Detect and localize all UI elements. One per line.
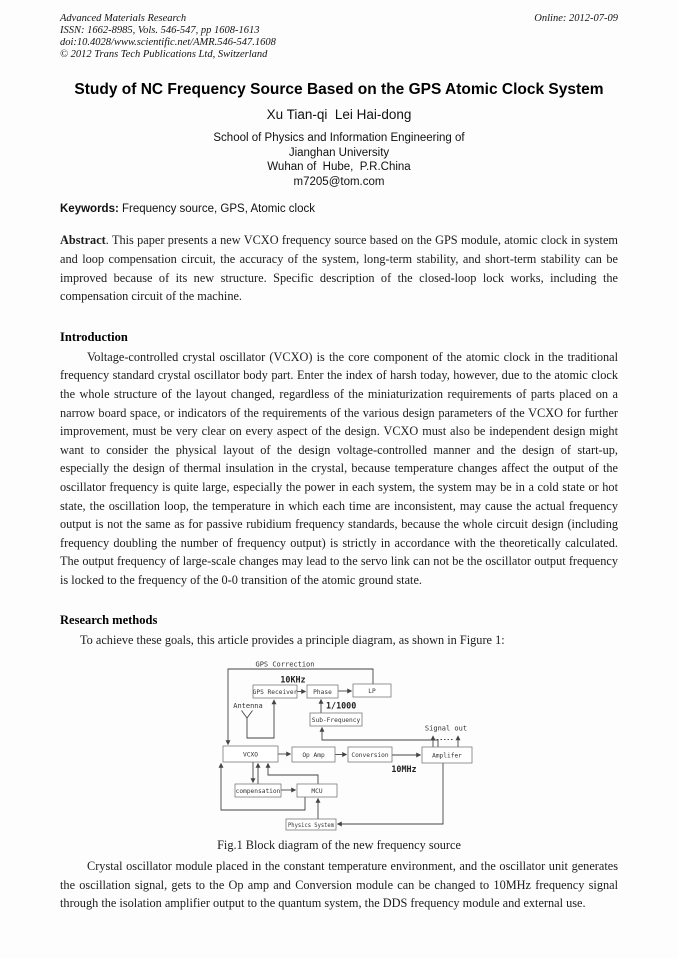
abstract-paragraph: Abstract. This paper presents a new VCXO… [60, 231, 618, 305]
section-heading-introduction: Introduction [60, 329, 128, 344]
diagram-box-label-phase: Phase [313, 689, 332, 696]
wire-amplifier-to-subfrequency [319, 726, 439, 748]
diagram-box-mcu: MCU [296, 783, 338, 798]
diagram-label-10khz: 10KHz [280, 675, 305, 685]
authors: Xu Tian-qi Lei Hai-dong [266, 107, 412, 122]
diagram-box-label-mcu: MCU [311, 788, 322, 795]
wire-mcu-to-vcxo-upper [265, 762, 319, 785]
introduction-paragraph: Voltage-controlled crystal oscillator (V… [60, 349, 618, 587]
diagram-box-label-gps-receiver: GPS Receiver [253, 689, 298, 696]
page-title: Study of NC Frequency Source Based on th… [74, 81, 604, 98]
figure-caption: Fig.1 Block diagram of the new frequency… [217, 838, 461, 853]
diagram-box-gps-receiver: GPS Receiver [252, 684, 298, 699]
diagram-box-label-conversion: Conversion [351, 752, 389, 759]
diagram-label-signal-out: Signal out [425, 725, 467, 733]
keywords-line: Keywords: Frequency source, GPS, Atomic … [60, 203, 618, 215]
diagram-box-phase: Phase [306, 684, 339, 699]
antenna-icon [241, 710, 253, 719]
wire-amplifier-to-physics-system [336, 763, 444, 827]
affiliation-line-city: Wuhan of Hube, P.R.China [267, 161, 411, 174]
diagram-box-physics-system: Physics System [285, 818, 337, 831]
affiliation-line-email: m7205@tom.com [293, 175, 385, 188]
doi-line: doi:10.4028/www.scientific.net/AMR.546-5… [60, 37, 276, 48]
diagram-box-compensation: compensation [234, 783, 282, 798]
diagram-box-label-physics-system: Physics System [288, 822, 334, 829]
diagram-box-label-amplifier: Amplifer [432, 753, 462, 760]
keywords-text: Frequency source, GPS, Atomic clock [118, 203, 316, 216]
diagram-box-sub-frequency: Sub-Frequency [309, 712, 363, 727]
copyright-line: © 2012 Trans Tech Publications Ltd, Swit… [60, 49, 268, 60]
diagram-box-label-sub-frequency: Sub-Frequency [312, 717, 361, 724]
keywords-label: Keywords: [60, 203, 119, 216]
block-diagram-svg: GPS Receiver Phase LP Sub-Frequency VCXO… [218, 661, 473, 831]
affiliation-line-school: School of Physics and Information Engine… [213, 132, 465, 144]
diagram-box-amplifier: Amplifer [421, 746, 473, 764]
diagram-label-1-1000: 1/1000 [326, 701, 356, 711]
closing-paragraph: Crystal oscillator module placed in the … [60, 859, 618, 911]
journal-header: Advanced Materials Research ISSN: 1662-8… [60, 13, 618, 61]
wire-antenna-to-gps-receiver [246, 699, 277, 739]
diagram-box-lp: LP [352, 683, 392, 698]
affiliation: School of Physics and Information Engine… [60, 131, 618, 189]
journal-name: Advanced Materials Research [60, 13, 187, 24]
diagram-box-label-op-amp: Op Amp [302, 752, 325, 759]
section-heading-research-methods: Research methods [60, 613, 158, 628]
diagram-box-label-vcxo: VCXO [243, 752, 258, 759]
wire-mcu-to-vcxo-feedback [218, 762, 306, 811]
affiliation-line-university: Jianghan University [288, 146, 390, 159]
abstract-text: . This paper presents a new VCXO frequen… [60, 233, 618, 304]
journal-info: Advanced Materials Research ISSN: 1662-8… [60, 13, 276, 61]
issn-line: ISSN: 1662-8985, Vols. 546-547, pp 1608-… [60, 25, 260, 36]
abstract-label: Abstract [60, 233, 106, 248]
diagram-box-vcxo: VCXO [222, 745, 279, 763]
figure-block-diagram: GPS Receiver Phase LP Sub-Frequency VCXO… [60, 654, 618, 853]
diagram-label-gps-correction: GPS Correction [255, 661, 314, 669]
diagram-box-label-lp: LP [368, 688, 376, 695]
online-date: Online: 2012-07-09 [534, 13, 618, 24]
diagram-box-op-amp: Op Amp [291, 746, 336, 763]
diagram-label-10mhz: 10MHz [391, 764, 416, 774]
methods-intro-line: To achieve these goals, this article pro… [80, 633, 505, 648]
wire-gps-correction-lp-to-vcxo [225, 668, 374, 746]
diagram-label-antenna: Antenna [233, 702, 263, 710]
diagram-box-conversion: Conversion [347, 746, 393, 763]
diagram-box-label-compensation: compensation [236, 788, 281, 795]
